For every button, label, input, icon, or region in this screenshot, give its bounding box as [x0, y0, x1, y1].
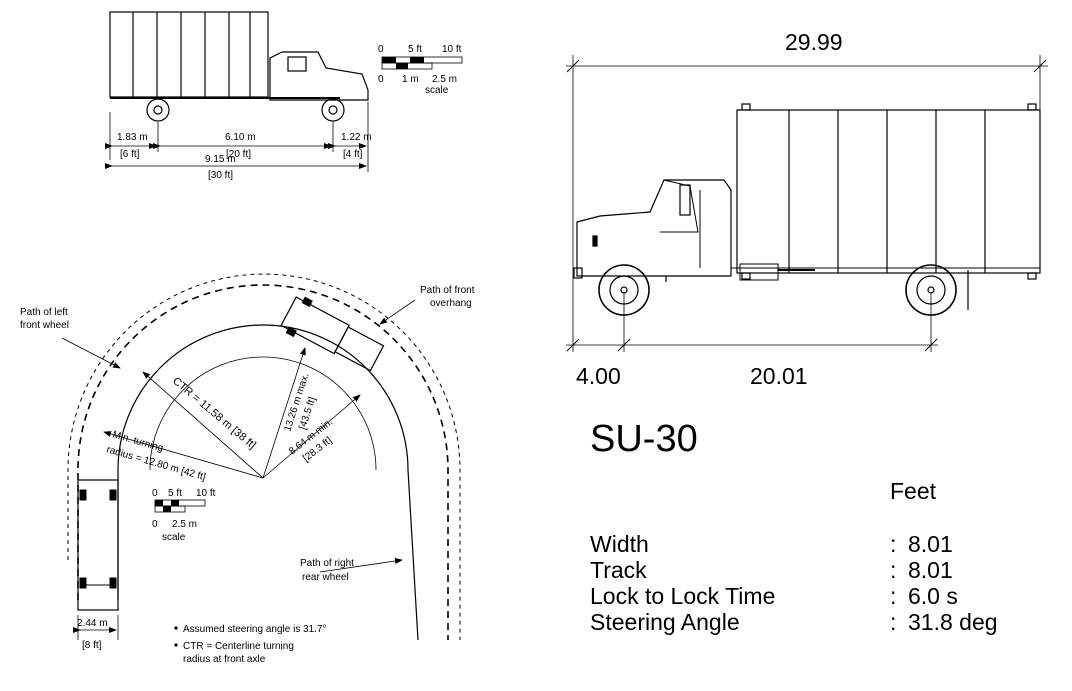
path-front-overhang — [67, 273, 461, 640]
spec-label-steering-angle: Steering Angle — [590, 609, 740, 635]
spec-row-track: Track:8.01 — [590, 556, 953, 584]
cargo-box — [109, 11, 269, 98]
right-truck-cab — [576, 179, 732, 277]
rear-overhang-m: 1.22 m — [341, 132, 372, 143]
label-right-rear-2: rear wheel — [302, 572, 349, 583]
spec-colon: : — [890, 583, 897, 609]
right-truck-elevation — [566, 55, 1048, 352]
wheelbase-m: 6.10 m — [225, 132, 256, 143]
wheelbase-ft-label: 20.01 — [750, 363, 808, 389]
top-left-dimensions: 1.83 m [6 ft] 6.10 m [20 ft] 1.22 m [4 f… — [117, 132, 372, 181]
label-width-m: 2.44 m — [77, 618, 108, 629]
label-front-overhang-2: overhang — [430, 298, 472, 309]
note-steering-angle: Assumed steering angle is 31.7° — [183, 624, 327, 635]
overall-length-ft-label: 29.99 — [785, 29, 843, 55]
spec-value-steering-angle: 31.8 deg — [908, 609, 998, 635]
spec-label-lock-to-lock: Lock to Lock Time — [590, 583, 776, 609]
turning-scale-ft-0: 0 — [152, 488, 158, 499]
label-width-ft: [8 ft] — [82, 640, 102, 651]
label-front-overhang-1: Path of front — [420, 285, 475, 296]
right-dimensions: 29.99 4.00 20.01 — [576, 29, 843, 389]
spec-row-width: Width:8.01 — [590, 530, 953, 558]
spec-colon: : — [890, 531, 897, 557]
spec-label-track: Track — [590, 557, 647, 583]
overall-length-ft: [30 ft] — [208, 170, 233, 181]
scale-m-1: 1 m — [402, 74, 419, 85]
spec-row-steering-angle: Steering Angle:31.8 deg — [590, 608, 998, 636]
scale-word: scale — [425, 85, 449, 96]
vehicle-name: SU-30 — [590, 418, 698, 460]
rear-wheel — [146, 98, 170, 122]
front-overhang-m: 1.83 m — [117, 132, 148, 143]
spec-value-track: 8.01 — [908, 557, 953, 583]
note-ctr-2: radius at front axle — [183, 654, 266, 665]
wheelbase-ft: [20 ft] — [226, 149, 251, 160]
spec-value-width: 8.01 — [908, 531, 953, 557]
front-overhang-ft-label: 4.00 — [576, 363, 621, 389]
turning-labels: Path of left front wheel Path of front o… — [20, 285, 475, 651]
spec-row-lock-to-lock: Lock to Lock Time:6.0 s — [590, 582, 958, 610]
turning-path-diagram — [61, 273, 461, 641]
front-overhang-ft: [6 ft] — [120, 149, 140, 160]
scale-ft-5: 5 ft — [408, 44, 422, 55]
scale-m-0: 0 — [378, 74, 384, 85]
truck-cab — [269, 51, 369, 101]
spec-label-width: Width — [590, 531, 649, 557]
scale-m-25: 2.5 m — [432, 74, 457, 85]
top-left-truck-elevation — [105, 11, 369, 172]
turning-scale-bar: 0 5 ft 10 ft 0 2.5 m scale — [152, 488, 216, 543]
label-left-front-wheel-1: Path of left — [20, 307, 68, 318]
turning-scale-m-0: 0 — [152, 519, 158, 530]
path-left-front-wheel — [77, 284, 449, 640]
spec-colon: : — [890, 609, 897, 635]
turning-notes: Assumed steering angle is 31.7° CTR = Ce… — [174, 624, 327, 665]
spec-colon: : — [890, 557, 897, 583]
path-right-rear-wheel — [117, 324, 419, 641]
truck-plan-left — [77, 479, 119, 611]
front-wheel — [321, 98, 345, 122]
units-label: Feet — [890, 478, 937, 504]
turning-scale-m-25: 2.5 m — [172, 519, 197, 530]
right-cargo-box — [736, 109, 1041, 274]
scale-ft-10: 10 ft — [442, 44, 462, 55]
label-ctr: CTR = 11.58 m [38 ft] — [170, 375, 258, 451]
turning-scale-ft-10: 10 ft — [196, 488, 216, 499]
scale-ft-0: 0 — [378, 44, 384, 55]
note-ctr-1: CTR = Centerline turning — [183, 641, 294, 652]
overall-length-m: 9.15 m — [205, 154, 236, 165]
spec-value-lock-to-lock: 6.0 s — [908, 583, 958, 609]
label-left-front-wheel-2: front wheel — [20, 320, 69, 331]
turning-scale-word: scale — [162, 532, 186, 543]
turning-scale-ft-5: 5 ft — [168, 488, 182, 499]
label-right-rear-1: Path of right — [300, 558, 354, 569]
top-scale-bar: 0 5 ft 10 ft 0 1 m 2.5 m scale — [378, 44, 463, 96]
rear-overhang-ft: [4 ft] — [343, 149, 363, 160]
